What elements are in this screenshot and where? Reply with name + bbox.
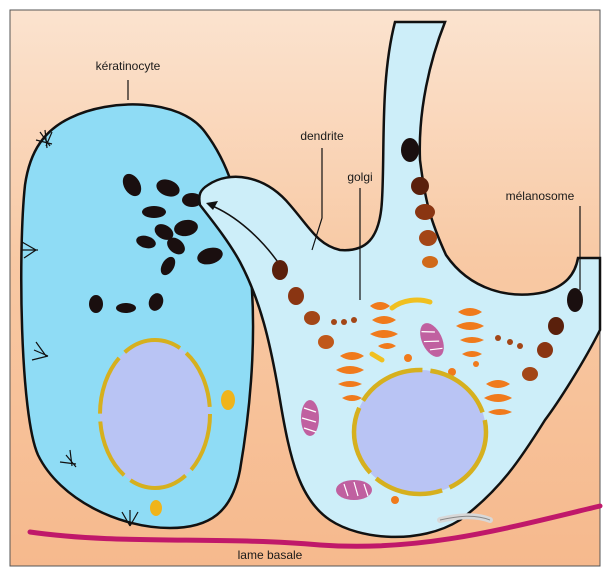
golgi-label: golgi xyxy=(347,170,372,184)
keratinocyte-vesicle xyxy=(150,500,162,516)
basal-lamina-label: lame basale xyxy=(238,548,303,562)
keratinocyte xyxy=(21,104,253,528)
melanosome-label: mélanosome xyxy=(506,189,575,203)
dendrite-label: dendrite xyxy=(300,129,344,143)
vesicle xyxy=(391,496,399,504)
keratinocyte-vesicle xyxy=(221,390,235,410)
keratinocyte-label: kératinocyte xyxy=(96,59,161,73)
